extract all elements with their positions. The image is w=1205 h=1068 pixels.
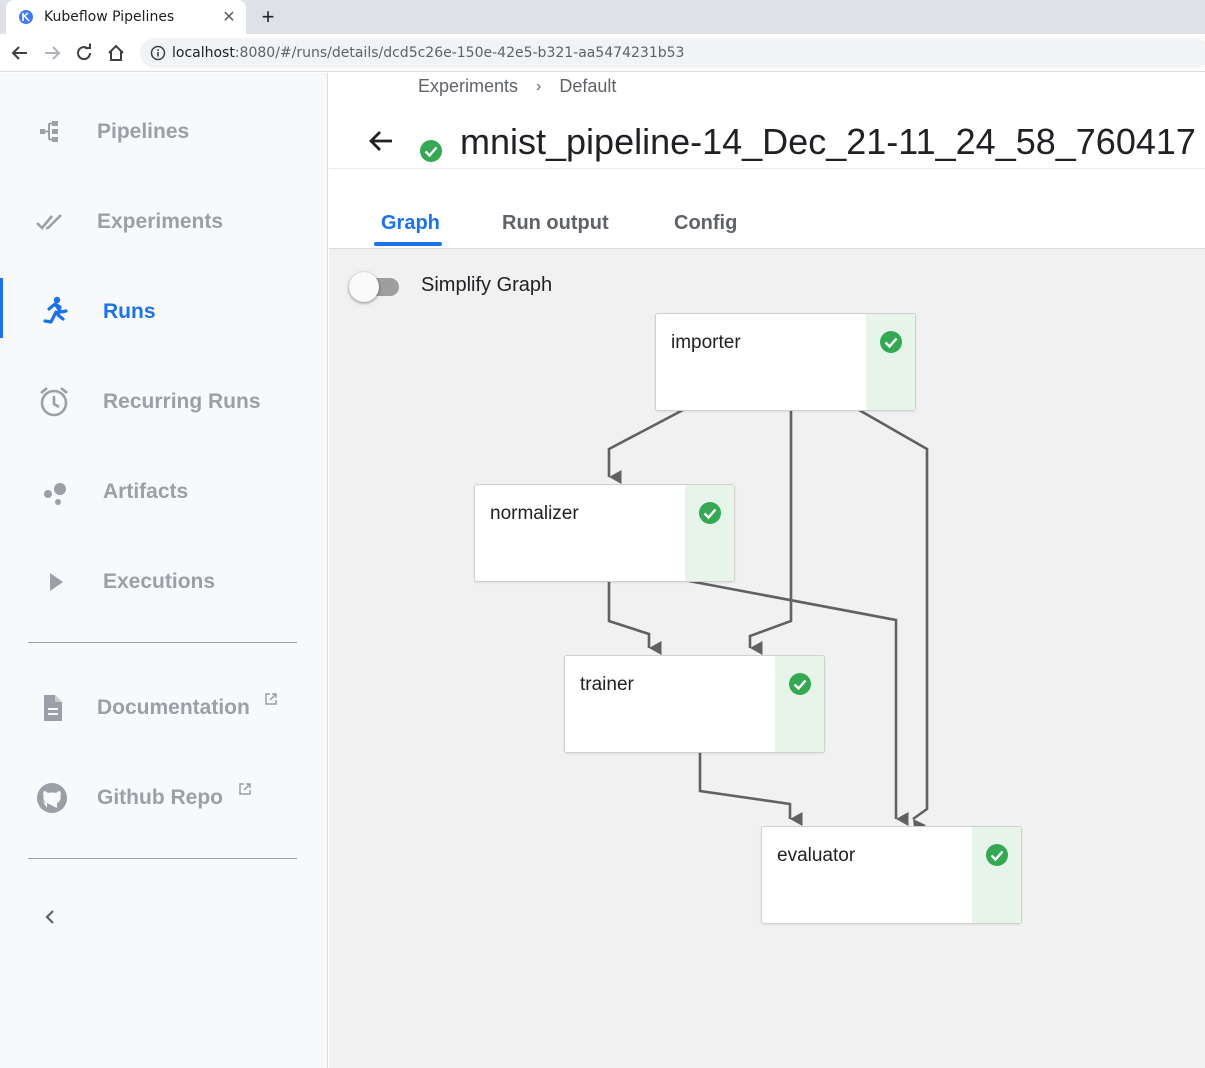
success-check-icon [698,501,722,581]
sidebar-item-recurring-runs[interactable]: Recurring Runs [0,372,328,432]
sidebar-item-label: Runs [103,300,156,323]
simplify-graph-switch[interactable] [349,272,401,302]
graph-node-importer[interactable]: importer [655,313,916,411]
sidebar-item-experiments[interactable]: Experiments [0,192,328,252]
collapse-sidebar-button[interactable] [38,905,62,929]
sidebar-divider [28,642,297,643]
address-bar[interactable]: localhost:8080/#/runs/details/dcd5c26e-1… [140,38,1205,68]
node-status [685,485,734,581]
sidebar-item-label: Experiments [97,210,224,233]
url-text: localhost:8080/#/runs/details/dcd5c26e-1… [172,45,684,61]
graph-edges [607,408,929,834]
breadcrumb: Experiments › Default [418,76,616,97]
node-label: importer [671,332,741,353]
pipelines-icon [33,115,67,149]
url-path: :8080/#/runs/details/dcd5c26e-150e-42e5-… [234,45,685,61]
back-arrow-icon[interactable] [8,41,32,65]
close-tab-icon[interactable]: ✕ [222,9,236,26]
external-link-icon [264,692,278,706]
page-title: mnist_pipeline-14_Dec_21-11_24_58_760417 [460,121,1196,162]
browser-tab-title: Kubeflow Pipelines [44,9,175,25]
alarm-clock-icon [37,385,71,419]
new-tab-button[interactable]: + [261,4,275,29]
edge-normalizer-trainer [607,581,662,655]
sidebar-link-documentation[interactable]: Documentation [0,678,328,738]
sidebar-item-label: Pipelines [97,120,190,143]
sidebar-link-label: Documentation [97,696,250,719]
node-status [972,827,1021,923]
switch-knob [349,272,379,302]
url-host: localhost [172,45,235,61]
edge-importer-normalizer [607,408,684,484]
sidebar-item-runs[interactable]: Runs [0,278,328,342]
edge-importer-trainer [748,410,793,655]
main-content: Experiments › Default mnist_pipeline-14_… [329,73,1205,1068]
sidebar-item-artifacts[interactable]: Artifacts [0,462,328,522]
success-check-icon [985,843,1009,923]
edge-normalizer-evaluator [688,579,909,826]
sidebar-item-pipelines[interactable]: Pipelines [0,102,328,162]
external-link-icon [238,782,252,796]
sidebar-link-github[interactable]: Github Repo [0,768,328,828]
edge-trainer-evaluator [698,752,803,826]
runs-icon [37,295,71,329]
tab-graph[interactable]: Graph [381,212,440,234]
sidebar: Pipelines Experiments Runs Recurring Run… [0,73,328,1068]
forward-arrow-icon[interactable] [40,41,64,65]
sidebar-link-label: Github Repo [97,786,223,809]
node-label: normalizer [490,503,579,524]
sidebar-divider [28,858,297,859]
graph-canvas[interactable]: Simplify Graph importer no [329,248,1205,1068]
tab-config[interactable]: Config [674,212,738,234]
document-icon [35,691,69,725]
breadcrumb-experiments[interactable]: Experiments [418,76,519,96]
arrow-back-icon [367,127,395,155]
breadcrumb-default[interactable]: Default [559,76,617,96]
kubeflow-logo-icon [18,9,34,25]
github-icon [35,781,69,815]
active-tab-indicator [374,242,442,246]
node-label: trainer [580,674,634,695]
graph-node-evaluator[interactable]: evaluator [761,826,1022,924]
chevron-right-icon: › [536,77,542,95]
back-button[interactable] [365,125,397,157]
tab-run-output[interactable]: Run output [502,212,609,234]
experiments-icon [33,205,67,239]
node-status [866,314,915,410]
chevron-left-icon [41,908,59,926]
active-indicator [0,278,3,338]
sidebar-item-executions[interactable]: Executions [0,552,328,612]
info-icon[interactable] [150,45,166,61]
success-check-icon [879,330,903,410]
header-divider [329,168,1205,169]
sidebar-item-label: Recurring Runs [103,390,261,413]
simplify-graph-label: Simplify Graph [421,274,553,296]
graph-node-trainer[interactable]: trainer [564,655,825,753]
reload-icon[interactable] [72,41,96,65]
success-check-icon [788,672,812,752]
sidebar-item-label: Executions [103,570,216,593]
sidebar-item-label: Artifacts [103,480,189,503]
browser-tabstrip: Kubeflow Pipelines ✕ + [0,0,1205,34]
home-icon[interactable] [104,41,128,65]
node-label: evaluator [777,845,856,866]
browser-tab[interactable]: Kubeflow Pipelines ✕ [6,0,246,34]
artifacts-icon [37,475,71,509]
play-icon [37,565,71,599]
graph-node-normalizer[interactable]: normalizer [474,484,735,582]
edge-importer-evaluator [858,408,929,834]
node-status [775,656,824,752]
success-check-icon [419,139,443,163]
browser-toolbar: localhost:8080/#/runs/details/dcd5c26e-1… [0,34,1205,72]
